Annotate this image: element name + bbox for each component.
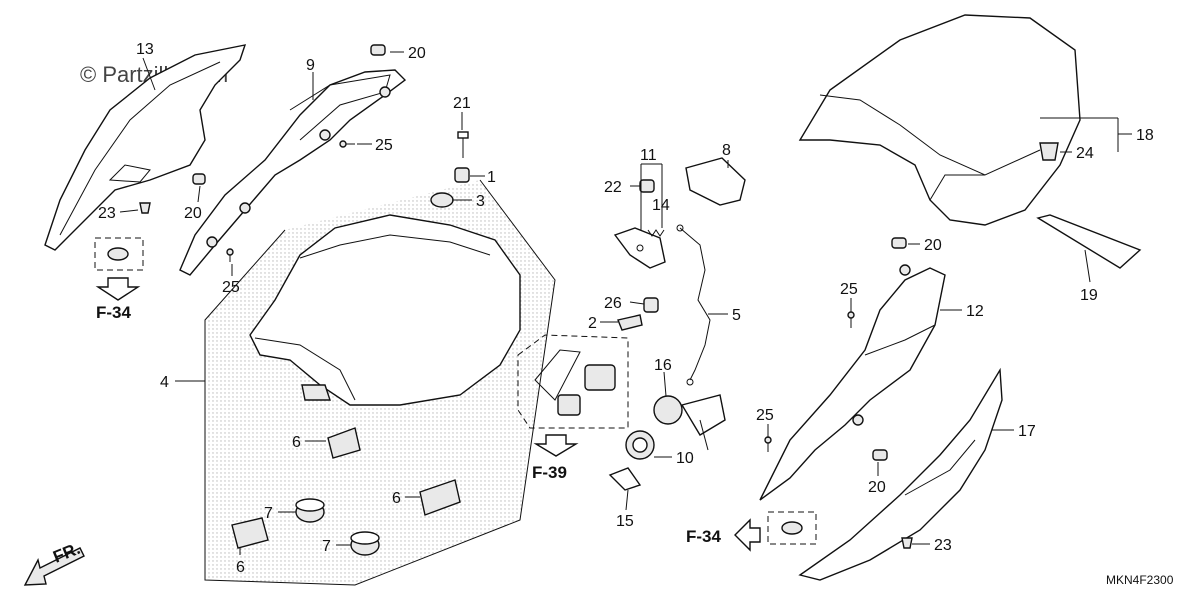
screw-20-right-top <box>891 237 907 249</box>
spring-2 <box>617 314 643 331</box>
rear-seat-part <box>798 14 1081 226</box>
rail-cover-part <box>179 69 407 276</box>
screw-25-left <box>226 248 234 262</box>
diagram-code: MKN4F2300 <box>1106 573 1174 587</box>
callout-20-top: 20 <box>408 45 426 62</box>
callout-1: 1 <box>487 169 496 186</box>
ref-arrow-left <box>95 277 141 301</box>
callout-6b: 6 <box>392 490 401 507</box>
callout-14: 14 <box>652 197 670 214</box>
screw-20-left <box>192 173 206 185</box>
callout-24: 24 <box>1076 145 1094 162</box>
screw-25-top <box>339 140 355 148</box>
cushion-7b <box>350 531 380 556</box>
clip-24 <box>1039 142 1059 161</box>
callout-16: 16 <box>654 357 672 374</box>
callout-8: 8 <box>722 142 731 159</box>
grommet-box-right <box>767 511 817 545</box>
ref-f34-right: F-34 <box>686 527 722 546</box>
callout-6c: 6 <box>236 559 245 576</box>
screw-25-right-b <box>764 436 772 452</box>
callout-13: 13 <box>136 41 154 58</box>
callout-21: 21 <box>453 95 471 112</box>
callout-22: 22 <box>604 179 622 196</box>
grommet-3 <box>430 192 454 208</box>
lower-cover-17 <box>798 367 1003 581</box>
seat-assembly-part <box>205 180 555 585</box>
callout-11: 11 <box>640 147 657 164</box>
side-cover-right-part <box>759 264 946 501</box>
ref-f39: F-39 <box>532 463 567 482</box>
screw-25-right-a <box>847 311 855 328</box>
callout-25-right-a: 25 <box>840 281 858 298</box>
callout-17: 17 <box>1018 423 1036 440</box>
collar-1 <box>454 167 470 183</box>
side-cover-left-part <box>44 44 247 251</box>
callout-20-left: 20 <box>184 205 202 222</box>
clip-23-right <box>901 537 913 549</box>
callout-2: 2 <box>588 315 597 332</box>
callout-10: 10 <box>676 450 694 467</box>
callout-23-left: 23 <box>98 205 116 222</box>
lock-catch-8 <box>685 157 746 206</box>
lock-bracket-11 <box>613 227 666 269</box>
lock-box-dashed <box>517 334 629 429</box>
ref-f34-left: F-34 <box>96 303 132 322</box>
ref-arrow-f39 <box>533 434 579 457</box>
callout-4: 4 <box>160 374 169 391</box>
spring-14 <box>647 229 665 237</box>
callout-19: 19 <box>1080 287 1098 304</box>
callout-20-right-top: 20 <box>924 237 942 254</box>
strap-19 <box>1036 214 1142 269</box>
callout-25-right-b: 25 <box>756 407 774 424</box>
cushion-7a <box>295 498 325 523</box>
front-label: FR. <box>50 539 83 567</box>
clip-15 <box>608 467 642 491</box>
seat-stopper-6a <box>327 427 361 459</box>
callout-23-right: 23 <box>934 537 952 554</box>
callout-9: 9 <box>306 57 315 74</box>
screw-20-right-bottom <box>872 449 888 461</box>
bolt-21 <box>457 131 469 158</box>
collar-26 <box>643 297 659 313</box>
grommet-box-left <box>94 237 144 271</box>
key-cylinder-16 <box>653 394 726 451</box>
callout-15: 15 <box>616 513 634 530</box>
callout-7b: 7 <box>322 538 331 555</box>
seat-stopper-6c <box>231 517 269 549</box>
ref-arrow-right <box>734 518 761 552</box>
seat-group-outline <box>204 179 556 586</box>
seat-cable-5 <box>676 224 711 386</box>
callout-20-right-bottom: 20 <box>868 479 886 496</box>
callout-18: 18 <box>1136 127 1154 144</box>
front-arrow-icon <box>23 547 85 586</box>
screw-20-top <box>370 44 386 56</box>
callout-25-top: 25 <box>375 137 393 154</box>
callout-25-left: 25 <box>222 279 240 296</box>
callout-5: 5 <box>732 307 741 324</box>
callout-26: 26 <box>604 295 622 312</box>
callout-6a: 6 <box>292 434 301 451</box>
bolt-22 <box>639 179 655 193</box>
callout-7a: 7 <box>264 505 273 522</box>
callout-3: 3 <box>476 193 485 210</box>
leader-lines <box>119 51 1132 555</box>
callout-12: 12 <box>966 303 984 320</box>
lock-ring-10 <box>625 430 655 460</box>
clip-23-left <box>139 202 151 214</box>
seat-stopper-6b <box>419 479 461 516</box>
